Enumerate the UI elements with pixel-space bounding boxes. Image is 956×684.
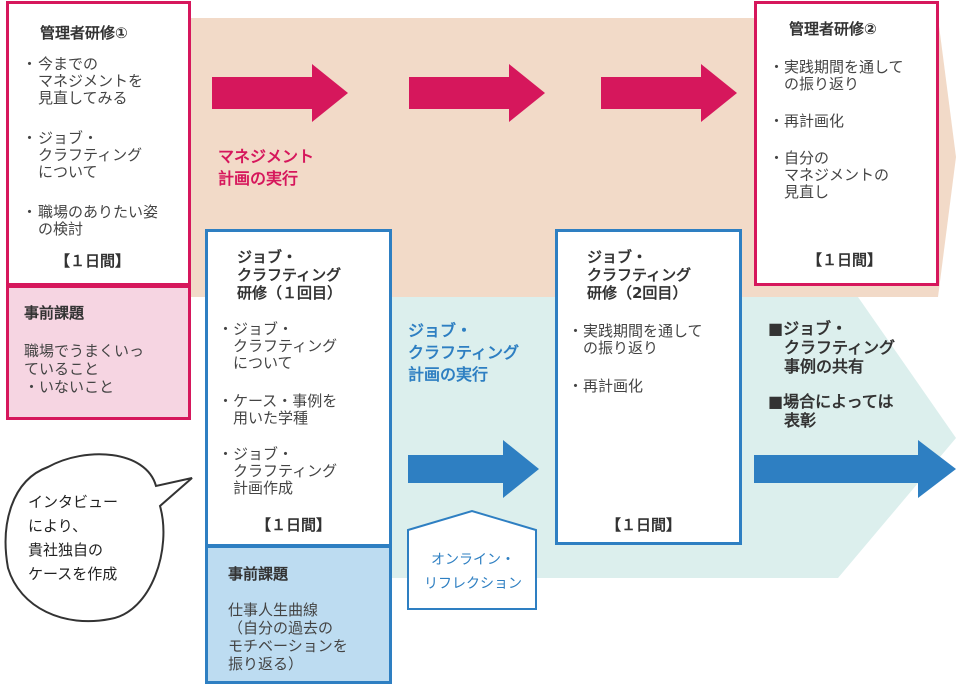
job-training-2-bullet-1: ・ xyxy=(568,322,584,340)
admin-training-1-item-2: ジョブ・ クラフティング について xyxy=(38,129,143,181)
job-training-2-item-2: 再計画化 xyxy=(583,377,644,395)
admin-pre-task-body: 職場でうまくいっ ていること ・いないこと xyxy=(24,342,145,396)
admin-training-1-item-1: 今までの マネジメントを 見直してみる xyxy=(38,55,144,107)
job-training-1-item-2: ケース・事例を 用いた学種 xyxy=(233,392,338,427)
job-pre-task-title: 事前課題 xyxy=(228,565,289,583)
admin-training-2-bullet-3: ・ xyxy=(769,149,785,167)
job-pre-task-body: 仕事人生曲線 （自分の過去の モチベーションを 振り返る） xyxy=(228,601,348,673)
arrow-pink-3 xyxy=(601,64,737,122)
job-crafting-plan-execution-label: ジョブ・ クラフティング 計画の実行 xyxy=(408,321,520,384)
admin-training-1-item-3: 職場のありたい姿 の検討 xyxy=(38,203,159,238)
admin-training-2-item-2: 再計画化 xyxy=(784,112,845,130)
admin-training-2-item-3: 自分の マネジメントの 見直し xyxy=(784,149,890,201)
job-training-2-box: ジョブ・ クラフティング 研修（2回目） ・ 実践期間を通して の振り返り ・ … xyxy=(555,229,742,545)
job-training-1-title: ジョブ・ クラフティング 研修（１回目） xyxy=(237,248,343,302)
job-training-1-bullet-2: ・ xyxy=(218,392,234,410)
arrow-pink-1 xyxy=(212,64,348,122)
arrow-pink-2 xyxy=(409,64,545,122)
job-training-2-days: 【１日間】 xyxy=(606,516,682,534)
job-training-1-item-1: ジョブ・ クラフティング について xyxy=(233,320,338,372)
admin-training-2-title: 管理者研修② xyxy=(789,20,877,38)
admin-training-2-box: 管理者研修② ・ 実践期間を通して の振り返り ・ 再計画化 ・ 自分の マネジ… xyxy=(754,1,939,286)
online-reflection-shape xyxy=(407,509,537,610)
admin-training-1-title: 管理者研修① xyxy=(40,24,128,42)
admin-training-2-days: 【１日間】 xyxy=(807,251,883,269)
job-training-2-item-1: 実践期間を通して の振り返り xyxy=(583,322,703,357)
speech-bubble xyxy=(4,453,193,623)
job-pre-task-box: 事前課題 仕事人生曲線 （自分の過去の モチベーションを 振り返る） xyxy=(205,545,392,684)
job-training-1-bullet-1: ・ xyxy=(218,320,234,338)
online-reflection-label: オンライン・ リフレクション xyxy=(424,552,522,592)
job-training-1-days: 【１日間】 xyxy=(256,516,332,534)
admin-pre-task-title: 事前課題 xyxy=(24,304,85,322)
speech-bubble-text: インタビュー により、 貴社独自の ケースを作成 xyxy=(28,493,119,583)
job-training-2-bullet-2: ・ xyxy=(568,377,584,395)
job-training-1-box: ジョブ・ クラフティング 研修（１回目） ・ ジョブ・ クラフティング について… xyxy=(205,229,392,547)
admin-training-1-bullet-1: ・ xyxy=(22,55,38,73)
job-training-2-title: ジョブ・ クラフティング 研修（2回目） xyxy=(587,248,692,302)
admin-pre-task-box: 事前課題 職場でうまくいっ ていること ・いないこと xyxy=(6,285,191,420)
admin-training-1-bullet-2: ・ xyxy=(22,129,38,147)
admin-training-2-bullet-1: ・ xyxy=(769,58,785,76)
outcome-award: ■場合によっては 表彰 xyxy=(768,392,894,430)
management-plan-execution-label: マネジメント 計画の実行 xyxy=(218,147,315,188)
job-training-1-item-3: ジョブ・ クラフティング 計画作成 xyxy=(233,445,338,497)
job-training-1-bullet-3: ・ xyxy=(218,445,234,463)
admin-training-1-box: 管理者研修① ・ 今までの マネジメントを 見直してみる ・ ジョブ・ クラフテ… xyxy=(6,1,191,286)
admin-training-1-bullet-3: ・ xyxy=(22,203,38,221)
outcome-case-sharing: ■ジョブ・ クラフティング 事例の共有 xyxy=(768,319,896,376)
admin-training-2-item-1: 実践期間を通して の振り返り xyxy=(784,58,904,93)
admin-training-1-days: 【１日間】 xyxy=(55,252,131,270)
arrow-blue-1 xyxy=(408,440,539,498)
arrow-blue-2 xyxy=(754,440,956,498)
admin-training-2-bullet-2: ・ xyxy=(769,112,785,130)
